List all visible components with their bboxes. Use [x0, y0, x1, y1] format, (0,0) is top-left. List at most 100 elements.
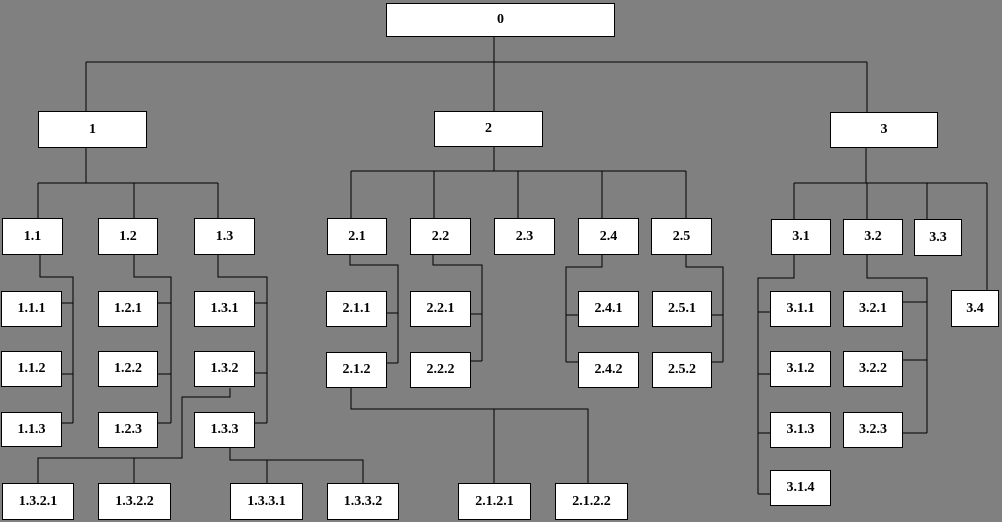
node-label: 1.3.3: [210, 422, 239, 437]
node-label: 2.2.1: [426, 301, 455, 316]
node-label: 1.2: [119, 228, 137, 244]
node-2-5-2: 2.5.2: [652, 352, 712, 388]
node-3-1-3: 3.1.3: [770, 412, 831, 448]
node-1-3-3-1: 1.3.3.1: [230, 483, 303, 520]
node-2-4-1: 2.4.1: [578, 291, 639, 327]
node-1: 1: [38, 111, 147, 148]
node-label: 1.1.2: [17, 361, 46, 376]
node-label: 1.3.3.1: [247, 493, 286, 509]
connector-2.1-trunk: [349, 255, 399, 363]
node-3-1-1: 3.1.1: [770, 291, 831, 327]
node-label: 1.3.1: [210, 301, 239, 316]
node-label: 3: [880, 122, 888, 137]
node-1-3-3-2: 1.3.3.2: [327, 483, 399, 520]
node-3-1: 3.1: [771, 219, 831, 255]
node-label: 1.3.3.2: [343, 493, 383, 509]
node-label: 1: [89, 121, 96, 137]
node-1-2-1: 1.2.1: [98, 291, 158, 327]
node-label: 1.1: [23, 228, 42, 244]
node-2-5-1: 2.5.1: [652, 291, 712, 327]
node-label: 1.2.1: [114, 301, 142, 316]
node-label: 1.3.2: [210, 361, 239, 376]
connector-1.2-trunk: [133, 255, 172, 423]
node-1-3-3: 1.3.3: [194, 412, 255, 448]
node-2-1-2: 2.1.2: [326, 352, 387, 388]
node-3-1-2: 3.1.2: [770, 351, 831, 387]
node-label: 3.1.2: [786, 361, 815, 376]
node-2-1: 2.1: [327, 218, 387, 255]
node-label: 1.3.2.2: [115, 493, 154, 509]
connector-2.2-trunk: [432, 255, 483, 361]
node-1-2-2: 1.2.2: [98, 351, 158, 387]
node-label: 2.1.2.1: [475, 493, 514, 509]
node-label: 1.1.3: [17, 421, 46, 437]
connector-3.2-trunk: [866, 255, 928, 433]
node-0: 0: [386, 3, 615, 37]
node-label: 3.2.2: [859, 361, 887, 376]
node-2-3: 2.3: [494, 218, 555, 255]
node-1-3-2: 1.3.2: [194, 351, 255, 387]
node-3-3: 3.3: [914, 219, 962, 256]
node-label: 2.1.1: [342, 301, 371, 316]
node-2-5: 2.5: [651, 218, 712, 255]
connector-1.3.3-trunk: [229, 448, 364, 483]
node-1-3-2-1: 1.3.2.1: [2, 483, 74, 520]
node-1-3-1: 1.3.1: [194, 291, 255, 327]
node-label: 1.2.2: [114, 361, 142, 376]
node-label: 2.4.2: [594, 362, 623, 377]
node-label: 2.1.2.2: [572, 493, 611, 509]
node-1-2-3: 1.2.3: [98, 412, 158, 448]
node-label: 3.1.4: [786, 480, 815, 495]
node-label: 2.4.1: [594, 301, 623, 316]
node-3-2-1: 3.2.1: [843, 291, 903, 327]
node-label: 2.2: [431, 228, 450, 244]
node-2-2: 2.2: [410, 218, 471, 255]
node-3-2: 3.2: [843, 219, 903, 255]
node-label: 1.2.3: [114, 422, 142, 437]
node-label: 2.5.2: [668, 362, 696, 377]
node-label: 3.1: [792, 229, 810, 244]
node-label: 2.4: [599, 228, 618, 244]
node-label: 2.1: [348, 228, 366, 244]
node-label: 1.3: [215, 228, 234, 244]
node-label: 3.4: [966, 300, 984, 316]
node-1-3: 1.3: [194, 218, 255, 255]
node-2-1-1: 2.1.1: [326, 291, 387, 327]
connector-1.3.2-trunk: [37, 388, 231, 483]
node-label: 2.2.2: [426, 362, 455, 377]
node-3-2-3: 3.2.3: [843, 412, 903, 448]
node-1-1: 1.1: [2, 218, 63, 255]
node-1-1-1: 1.1.1: [1, 291, 62, 327]
node-label: 2: [485, 121, 492, 136]
node-label: 0: [497, 12, 504, 27]
node-1-1-2: 1.1.2: [1, 351, 62, 387]
connector-1.3-trunk: [217, 255, 268, 423]
node-3-1-4: 3.1.4: [770, 470, 831, 506]
node-label: 3.2.3: [859, 422, 887, 437]
node-2: 2: [434, 111, 543, 147]
node-label: 3.1.3: [786, 422, 815, 437]
node-label: 2.5.1: [668, 301, 696, 316]
node-label: 1.3.2.1: [18, 493, 58, 509]
node-label: 3.2.1: [859, 301, 887, 316]
node-3-4: 3.4: [951, 290, 999, 327]
node-2-1-2-1: 2.1.2.1: [458, 483, 531, 520]
node-label: 3.1.1: [786, 301, 815, 316]
node-3-2-2: 3.2.2: [843, 351, 903, 387]
node-1-2: 1.2: [98, 218, 158, 255]
node-2-4: 2.4: [578, 218, 639, 255]
node-label: 3.3: [929, 229, 947, 245]
node-1-1-3: 1.1.3: [1, 412, 62, 447]
connector-1.1-trunk: [39, 255, 74, 423]
node-1-3-2-2: 1.3.2.2: [98, 483, 171, 520]
node-label: 2.1.2: [342, 362, 371, 377]
node-label: 3.2: [864, 229, 882, 244]
node-2-2-2: 2.2.2: [410, 352, 471, 388]
node-2-2-1: 2.2.1: [410, 291, 471, 327]
node-label: 1.1.1: [17, 301, 46, 316]
node-label: 2.5: [672, 228, 691, 244]
node-2-4-2: 2.4.2: [578, 352, 639, 388]
connector-3.1-trunk: [757, 255, 795, 494]
